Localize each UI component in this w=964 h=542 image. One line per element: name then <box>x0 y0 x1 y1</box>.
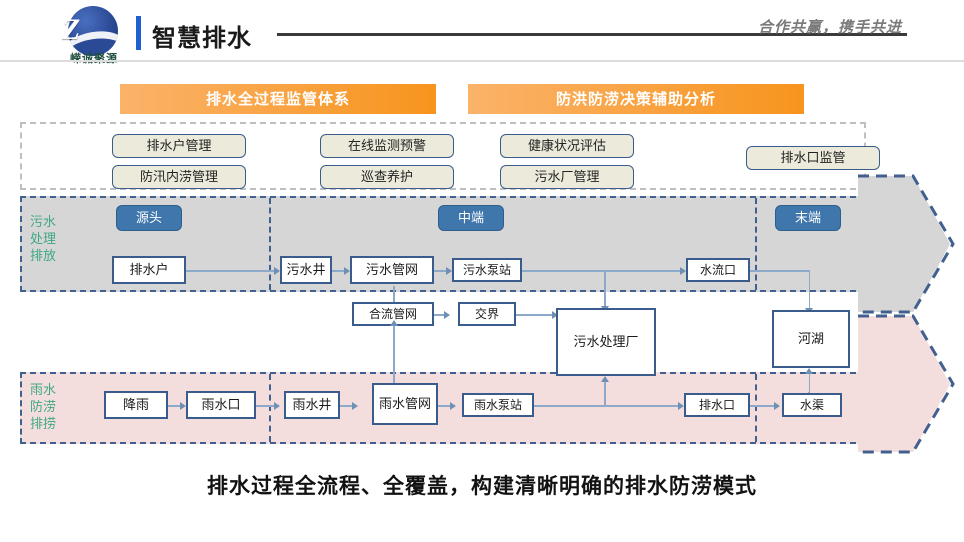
node-rain-pump-station[interactable]: 雨水泵站 <box>462 393 534 417</box>
connector-outlet-right <box>750 270 810 272</box>
stage-chip-middle[interactable]: 中端 <box>438 205 504 231</box>
company-logo: Z 嵘诚聚源 <box>46 6 142 65</box>
connector-pumpstation-to-outlet <box>522 270 680 272</box>
arrow-discharger-to-sewagewell-icon <box>274 266 280 275</box>
band-label-storm: 雨水 防涝 排捞 <box>30 382 74 433</box>
arrow-combined-to-junction-icon <box>444 310 450 319</box>
connector-channel-stub <box>808 392 810 394</box>
connector-rainfall-to-raininlet <box>168 405 180 407</box>
node-discharger[interactable]: 排水户 <box>112 256 186 284</box>
logo-emblem-icon <box>68 6 118 56</box>
header-tagline: 合作共赢，携手共进 <box>757 18 902 36</box>
feature-box-health-assessment[interactable]: 健康状况评估 <box>500 134 634 158</box>
connector-channel-up-to-river <box>808 374 810 394</box>
arrow-drainoutlet-to-channel-icon <box>774 401 780 410</box>
node-drain-outlet[interactable]: 排水口 <box>684 393 750 417</box>
node-rain-inlet[interactable]: 雨水口 <box>186 391 256 419</box>
storm-flow-arrow-icon <box>858 316 950 452</box>
node-sewage-pump-station[interactable]: 污水泵站 <box>452 258 522 282</box>
logo-company-name: 嵘诚聚源 <box>70 53 118 65</box>
node-combined-pipe-network[interactable]: 合流管网 <box>352 302 434 326</box>
node-rainfall[interactable]: 降雨 <box>104 391 168 419</box>
connector-pipenet-to-combined <box>393 286 395 302</box>
connector-rainpump-to-drainoutlet <box>534 405 678 407</box>
arrow-rainfall-to-raininlet-icon <box>180 401 186 410</box>
slide-caption: 排水过程全流程、全覆盖，构建清晰明确的排水防涝模式 <box>207 474 757 498</box>
node-rain-well[interactable]: 雨水井 <box>284 391 340 419</box>
feature-box-outfall-supervision[interactable]: 排水口监管 <box>746 146 880 170</box>
header-bottom-rule <box>0 60 964 62</box>
band-label-sewage: 污水 处理 排放 <box>30 214 74 265</box>
arrow-pumpstation-to-outlet-icon <box>680 266 686 275</box>
arrow-raininlet-to-rainwell-icon <box>274 401 280 410</box>
arrow-pipenet-to-pumpstation-icon <box>446 266 452 275</box>
divider-middle-end-storm <box>755 374 757 442</box>
connector-stormline-up-to-wwtp <box>604 382 606 406</box>
connector-raininlet-to-rainwell <box>256 405 274 407</box>
arrow-sewagewell-to-pipenet-icon <box>344 266 350 275</box>
slide-header: Z 嵘诚聚源 智慧排水 合作共赢，携手共进 <box>0 0 964 65</box>
feature-box-discharger-management[interactable]: 排水户管理 <box>112 134 246 158</box>
stage-chip-source[interactable]: 源头 <box>116 205 182 231</box>
connector-outlet-to-river <box>808 270 810 310</box>
connector-pipenet-to-pumpstation <box>434 270 446 272</box>
node-junction[interactable]: 交界 <box>458 302 516 326</box>
divider-source-middle-sewage <box>269 198 271 290</box>
stage-chip-end[interactable]: 末端 <box>775 205 841 231</box>
connector-discharger-to-sewagewell <box>186 270 274 272</box>
connector-rainpipe-to-rainpump <box>438 405 450 407</box>
connector-sewageline-to-wwtp <box>604 270 606 308</box>
connector-combined-to-junction <box>434 314 444 316</box>
feature-box-online-monitoring-alert[interactable]: 在线监测预警 <box>320 134 454 158</box>
banner-supervision-system: 排水全过程监管体系 <box>120 84 436 114</box>
arrow-channel-up-to-river-icon <box>805 368 813 374</box>
connector-rainpipe-up-to-combined <box>393 326 395 392</box>
arrow-rainpipe-to-rainpump-icon <box>450 401 456 410</box>
node-river-lake[interactable]: 河湖 <box>772 310 850 368</box>
feature-box-flood-waterlog-management[interactable]: 防汛内涝管理 <box>112 165 246 189</box>
feature-box-inspection-maintenance[interactable]: 巡查养护 <box>320 165 454 189</box>
logo-letter: Z <box>61 13 81 46</box>
arrow-rainwell-to-rainpipe-icon <box>352 401 358 410</box>
banner-flood-analysis: 防洪防涝决策辅助分析 <box>468 84 804 114</box>
divider-middle-end-sewage <box>755 198 757 290</box>
title-accent-bar <box>136 16 141 50</box>
node-sewage-pipe-network[interactable]: 污水管网 <box>350 256 434 284</box>
connector-rainwell-to-rainpipe <box>340 405 352 407</box>
title-divider-line <box>277 33 907 36</box>
feature-box-wwtp-management[interactable]: 污水厂管理 <box>500 165 634 189</box>
connector-junction-to-wwtp <box>516 314 552 316</box>
band-label-sewage-line2: 处理 <box>30 232 57 247</box>
arrow-junction-to-wwtp-icon <box>552 310 558 319</box>
band-label-sewage-line1: 污水 <box>30 215 57 230</box>
band-label-storm-line2: 防涝 <box>30 400 57 415</box>
node-rain-pipe-network[interactable]: 雨水管网 <box>372 383 438 425</box>
divider-source-middle-storm <box>269 374 271 442</box>
node-wastewater-treatment-plant[interactable]: 污水处理厂 <box>556 308 656 376</box>
node-water-outlet[interactable]: 水流口 <box>686 258 750 282</box>
arrow-stormline-up-to-wwtp-icon <box>600 376 609 382</box>
arrow-rainpipe-up-to-combined-icon <box>389 320 398 326</box>
connector-sewagewell-to-pipenet <box>332 270 344 272</box>
page-title: 智慧排水 <box>152 24 252 52</box>
node-sewage-well[interactable]: 污水井 <box>280 256 332 284</box>
node-channel[interactable]: 水渠 <box>782 393 842 417</box>
sewage-flow-arrow-icon <box>858 176 950 312</box>
band-label-sewage-line3: 排放 <box>30 249 57 264</box>
connector-drainoutlet-to-channel <box>750 405 774 407</box>
arrow-rainpump-to-drainoutlet-icon <box>678 401 684 410</box>
band-label-storm-line3: 排捞 <box>30 417 57 432</box>
band-label-storm-line1: 雨水 <box>30 383 57 398</box>
